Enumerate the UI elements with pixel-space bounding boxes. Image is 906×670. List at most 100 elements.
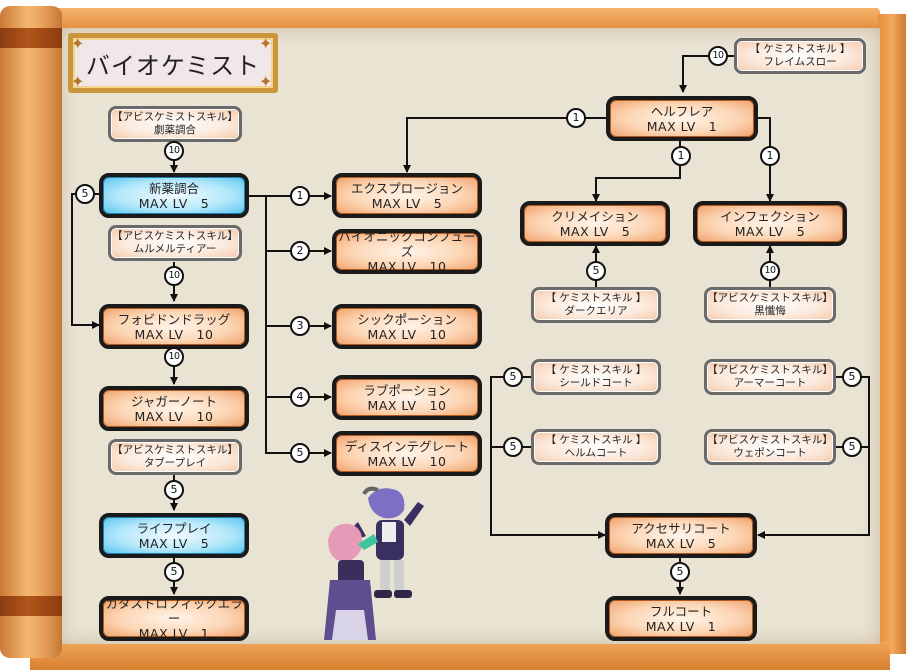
prereq-box-weapon-coat[interactable]: 【アビスケミストスキル】 ウェポンコート xyxy=(704,429,836,465)
skill-max-level: MAX LV 10 xyxy=(367,326,447,342)
prereq-box-flamethrower[interactable]: 【 ケミストスキル 】 フレイムスロー xyxy=(734,38,866,74)
skill-node-disintegrate[interactable]: ディスインテグレート MAX LV 10 xyxy=(332,431,482,476)
skill-max-level: MAX LV 5 xyxy=(645,535,717,551)
skill-name: アクセサリコート xyxy=(631,520,731,536)
prereq-category: 【 ケミストスキル 】 xyxy=(749,43,851,55)
skill-max-level: MAX LV 5 xyxy=(734,223,806,239)
level-badge: 1 xyxy=(290,186,310,206)
skill-node-lifeplay[interactable]: ライフプレイ MAX LV 5 xyxy=(99,513,249,558)
skill-node-forbidden-drug[interactable]: フォビドンドラッグ MAX LV 10 xyxy=(99,304,249,349)
prereq-box-tablay[interactable]: 【アビスケミストスキル】 タブープレイ xyxy=(108,439,242,475)
skill-node-explosion[interactable]: エクスプロージョン MAX LV 5 xyxy=(332,173,482,218)
skill-node-love-potion[interactable]: ラブポーション MAX LV 10 xyxy=(332,375,482,420)
fleur-corner-icon: ✦ xyxy=(71,72,85,91)
skill-node-bionic-confuse[interactable]: バイオニックコンフューズ MAX LV 10 xyxy=(332,229,482,274)
skill-name: ヘルフレア xyxy=(650,103,714,119)
level-badge: 10 xyxy=(760,261,780,281)
level-badge: 10 xyxy=(164,266,184,286)
skill-name: シックポーション xyxy=(357,311,457,327)
level-badge: 5 xyxy=(75,184,95,204)
title-plate: ✦ ✦ ✦ ✦ バイオケミスト xyxy=(68,33,278,93)
fleur-corner-icon: ✦ xyxy=(259,72,273,91)
level-badge: 5 xyxy=(503,437,523,457)
prereq-box-zaiyaku[interactable]: 【アビスケミストスキル】 劇薬調合 xyxy=(108,106,242,142)
fleur-corner-icon: ✦ xyxy=(71,34,85,53)
character-male xyxy=(350,486,424,598)
skill-name: フォビドンドラッグ xyxy=(117,311,231,327)
level-badge: 5 xyxy=(586,261,606,281)
scroll-roller xyxy=(0,6,62,658)
skill-node-hellflare[interactable]: ヘルフレア MAX LV 1 xyxy=(606,96,758,141)
prereq-box-mulmel[interactable]: 【アビスケミストスキル】 ムルメルティアー xyxy=(108,225,242,261)
skill-name: ラブポーション xyxy=(363,382,451,398)
skill-name: 新薬調合 xyxy=(148,180,199,196)
skill-node-infection[interactable]: インフェクション MAX LV 5 xyxy=(693,201,847,246)
prereq-skill-name: シールドコート xyxy=(559,377,633,389)
level-badge: 10 xyxy=(708,46,728,66)
level-badge: 5 xyxy=(164,480,184,500)
prereq-box-armor-coat[interactable]: 【アビスケミストスキル】 アーマーコート xyxy=(704,359,836,395)
skill-node-juggernaut[interactable]: ジャガーノート MAX LV 10 xyxy=(99,386,249,431)
skill-name: ライフプレイ xyxy=(136,520,212,536)
roller-band-bottom xyxy=(0,596,62,616)
skill-name: フルコート xyxy=(649,603,713,619)
skill-name: クリメイション xyxy=(551,208,639,224)
prereq-category: 【アビスケミストスキル】 xyxy=(112,111,238,123)
prereq-box-shield-coat[interactable]: 【 ケミストスキル 】 シールドコート xyxy=(531,359,661,395)
skill-max-level: MAX LV 5 xyxy=(559,223,631,239)
skill-node-catastrophic-error[interactable]: カタストロフィックエラー MAX LV 1 xyxy=(99,596,249,641)
skill-node-full-coat[interactable]: フルコート MAX LV 1 xyxy=(605,596,757,641)
prereq-skill-name: 劇薬調合 xyxy=(154,124,196,136)
skill-max-level: MAX LV 5 xyxy=(138,195,210,211)
level-badge: 1 xyxy=(671,146,691,166)
skill-max-level: MAX LV 5 xyxy=(371,195,443,211)
skill-node-cremation[interactable]: クリメイション MAX LV 5 xyxy=(520,201,670,246)
scroll-frame-right xyxy=(878,14,906,654)
prereq-box-dark-area[interactable]: 【 ケミストスキル 】 ダークエリア xyxy=(531,287,661,323)
level-badge: 1 xyxy=(566,108,586,128)
prereq-category: 【アビスケミストスキル】 xyxy=(112,444,238,456)
prereq-box-helm-coat[interactable]: 【 ケミストスキル 】 ヘルムコート xyxy=(531,429,661,465)
skill-max-level: MAX LV 10 xyxy=(367,397,447,413)
prereq-category: 【 ケミストスキル 】 xyxy=(545,292,647,304)
roller-band-top xyxy=(0,28,62,48)
prereq-box-kokuzange[interactable]: 【アビスケミストスキル】 黒懺悔 xyxy=(704,287,836,323)
prereq-category: 【アビスケミストスキル】 xyxy=(707,364,833,376)
prereq-category: 【アビスケミストスキル】 xyxy=(112,230,238,242)
edge-trunk xyxy=(248,195,267,454)
prereq-skill-name: ムルメルティアー xyxy=(133,243,217,255)
prereq-category: 【 ケミストスキル 】 xyxy=(545,434,647,446)
level-badge: 5 xyxy=(290,443,310,463)
skill-node-accessory-coat[interactable]: アクセサリコート MAX LV 5 xyxy=(605,513,757,558)
skill-name: ディスインテグレート xyxy=(344,438,470,454)
skill-max-level: MAX LV 10 xyxy=(134,326,214,342)
edge-shinyaku-forbidden xyxy=(71,193,100,329)
level-badge: 3 xyxy=(290,316,310,336)
prereq-skill-name: タブープレイ xyxy=(143,457,207,469)
skill-name: ジャガーノート xyxy=(130,393,218,409)
prereq-category: 【アビスケミストスキル】 xyxy=(707,292,833,304)
level-badge: 5 xyxy=(842,437,862,457)
level-badge: 1 xyxy=(760,146,780,166)
character-illustration xyxy=(324,486,424,640)
skill-max-level: MAX LV 1 xyxy=(646,118,718,134)
level-badge: 5 xyxy=(842,367,862,387)
prereq-category: 【 ケミストスキル 】 xyxy=(545,364,647,376)
skill-node-shinyaku[interactable]: 新薬調合 MAX LV 5 xyxy=(99,173,249,218)
skill-max-level: MAX LV 1 xyxy=(138,626,210,641)
prereq-skill-name: アーマーコート xyxy=(733,377,807,389)
skill-name: エクスプロージョン xyxy=(351,180,463,196)
level-badge: 5 xyxy=(670,562,690,582)
skill-max-level: MAX LV 10 xyxy=(367,453,447,469)
edge-hellflare-explosion xyxy=(403,117,606,173)
character-female xyxy=(324,523,378,640)
scroll-frame-bottom xyxy=(30,642,890,670)
edge-hellflare-cremation xyxy=(592,141,681,202)
edge-hellflare-infection xyxy=(757,117,774,202)
skill-name: バイオニックコンフューズ xyxy=(338,229,476,259)
page-title: バイオケミスト xyxy=(85,52,261,80)
skill-node-sick-potion[interactable]: シックポーション MAX LV 10 xyxy=(332,304,482,349)
prereq-skill-name: ダークエリア xyxy=(564,305,628,317)
skill-name: カタストロフィックエラー xyxy=(105,596,243,626)
